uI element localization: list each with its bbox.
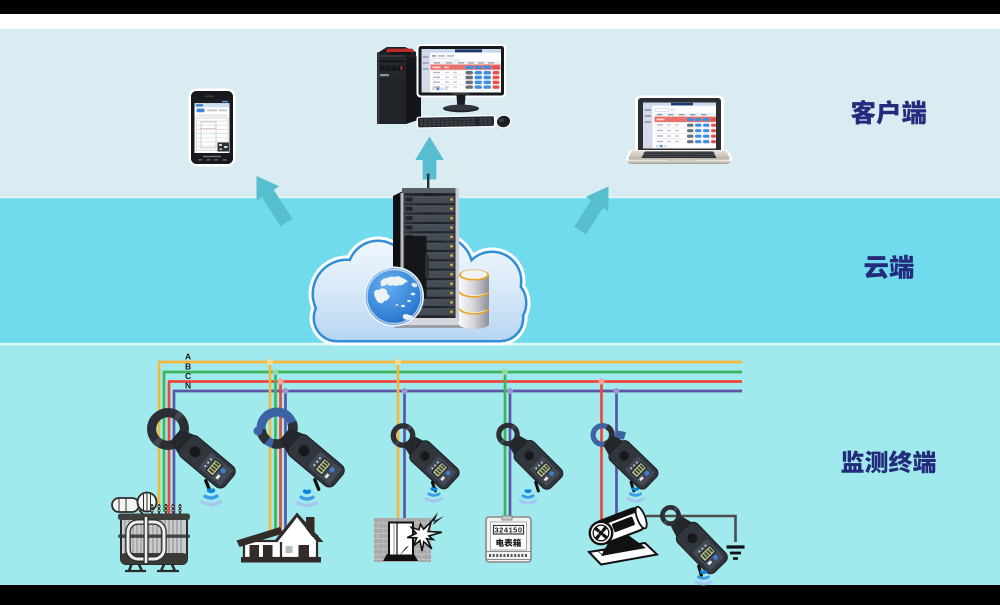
svg-text:N: N: [185, 381, 191, 391]
svg-text:B: B: [185, 362, 191, 372]
svg-text:C: C: [185, 371, 191, 381]
svg-text:324150: 324150: [494, 526, 522, 535]
svg-text:A: A: [185, 352, 191, 362]
